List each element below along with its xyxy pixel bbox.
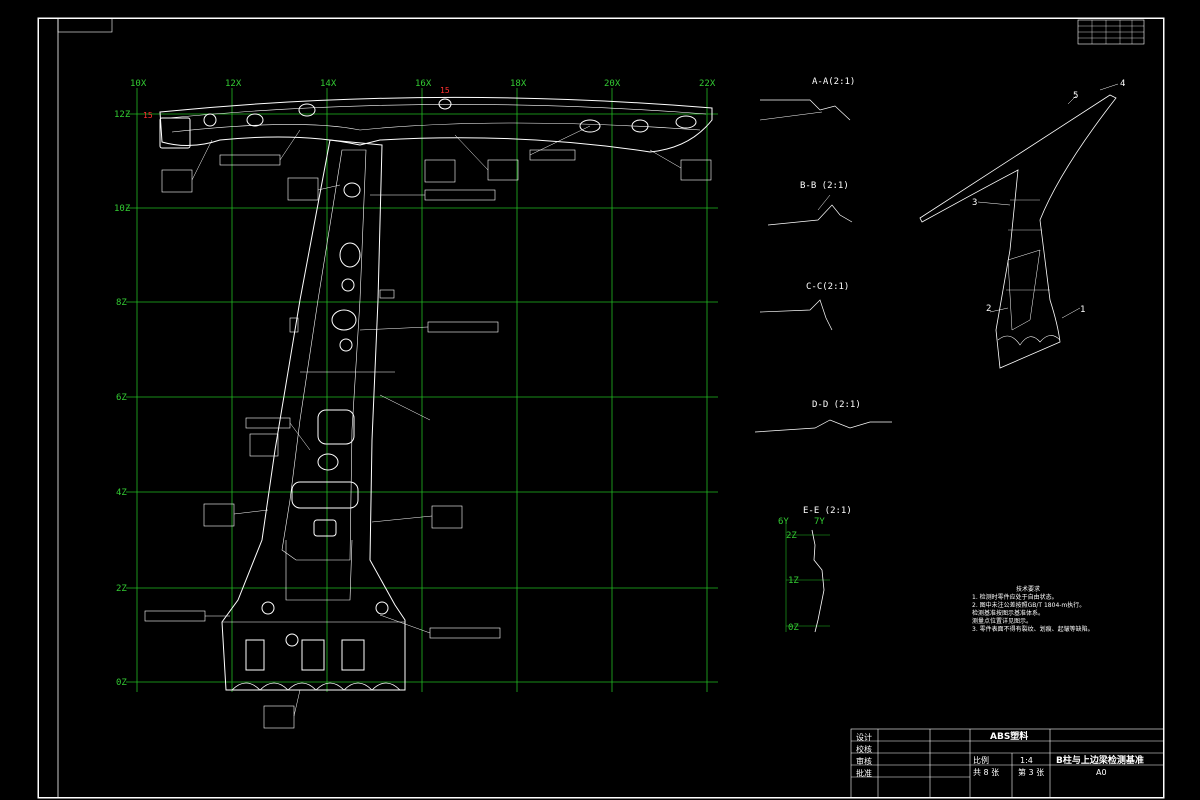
title-block-scale-value: 1:4	[1020, 756, 1033, 765]
section-label: A-A(2:1)	[812, 77, 855, 87]
datum-red-label: 15	[440, 86, 450, 95]
grid-x-label: 18X	[510, 79, 527, 89]
section-y-label: 7Y	[814, 517, 825, 527]
iso-balloon: 5	[1073, 91, 1078, 101]
title-block-checker: 校核	[856, 745, 872, 754]
grid-x-label: 12X	[225, 79, 242, 89]
section-view-c: C-C(2:1)	[759, 282, 849, 331]
iso-balloon: 2	[986, 304, 991, 314]
title-block-material: ABS塑料	[990, 732, 1029, 742]
notes-line: 检测基准按图示基准体系。	[972, 610, 1045, 617]
grid-z-label: 0Z	[116, 678, 127, 688]
title-block-grid	[850, 728, 1165, 799]
section-view-d: D-D (2:1)	[754, 400, 892, 433]
notes-line: 2. 图中未注公差按照GB/T 1804-m执行。	[972, 602, 1086, 609]
section-view-e: E-E (2:1) 2Z 1Z 0Z 6Y 7Y	[778, 506, 852, 633]
grid-z-label: 8Z	[116, 298, 127, 308]
isometric-view	[919, 94, 1117, 369]
grid-x-label: 22X	[699, 79, 716, 89]
title-block-sheet: 第 3 张	[1018, 768, 1045, 777]
grid-x-label: 14X	[320, 79, 337, 89]
title-block-total: 共 8 张	[973, 768, 1000, 777]
leader-lines	[191, 125, 682, 717]
grid-x-label: 16X	[415, 79, 432, 89]
title-block-approver: 批准	[856, 769, 872, 778]
section-view-a: A-A(2:1)	[759, 77, 855, 121]
reference-grid	[126, 88, 718, 692]
notes-title: 技术要求	[1016, 586, 1041, 593]
notes-line: 1. 检测时零件应处于自由状态。	[972, 594, 1058, 601]
inspection-callouts	[144, 149, 712, 729]
section-label: B-B (2:1)	[800, 181, 849, 191]
title-block-code: A0	[1096, 768, 1107, 777]
grid-z-label: 2Z	[116, 584, 127, 594]
datum-red-label: 15	[143, 111, 153, 120]
section-label: D-D (2:1)	[812, 400, 861, 410]
section-label: C-C(2:1)	[806, 282, 849, 292]
section-z-label: 1Z	[788, 576, 799, 586]
revision-table	[1077, 19, 1145, 45]
b-pillar-part-outline	[159, 96, 713, 691]
grid-z-label: 12Z	[114, 110, 131, 120]
section-z-label: 0Z	[788, 623, 799, 633]
title-block-drawing-title: B柱与上边梁检测基准	[1056, 756, 1144, 766]
grid-z-label: 10Z	[114, 204, 131, 214]
iso-balloons	[977, 83, 1119, 319]
grid-z-label: 6Z	[116, 393, 127, 403]
grid-x-label: 20X	[604, 79, 621, 89]
title-block-scale-label: 比例	[973, 756, 989, 765]
section-y-label: 6Y	[778, 517, 789, 527]
section-label: E-E (2:1)	[803, 506, 852, 516]
section-view-b: B-B (2:1)	[767, 181, 853, 226]
section-z-label: 2Z	[786, 531, 797, 541]
notes-line: 3. 零件表面不得有裂纹、划痕、起皱等缺陷。	[972, 626, 1094, 633]
technical-requirements: 技术要求 1. 检测时零件应处于自由状态。 2. 图中未注公差按照GB/T 18…	[972, 586, 1102, 634]
grid-z-label: 4Z	[116, 488, 127, 498]
notes-line: 测量点位置详见图示。	[972, 618, 1033, 625]
iso-balloon: 4	[1120, 79, 1125, 89]
title-block-designer: 设计	[856, 733, 872, 742]
corner-box	[57, 17, 113, 33]
iso-balloon: 3	[972, 198, 977, 208]
iso-balloon: 1	[1080, 305, 1085, 315]
grid-x-label: 10X	[130, 79, 147, 89]
title-block-reviewer: 审核	[856, 757, 872, 766]
